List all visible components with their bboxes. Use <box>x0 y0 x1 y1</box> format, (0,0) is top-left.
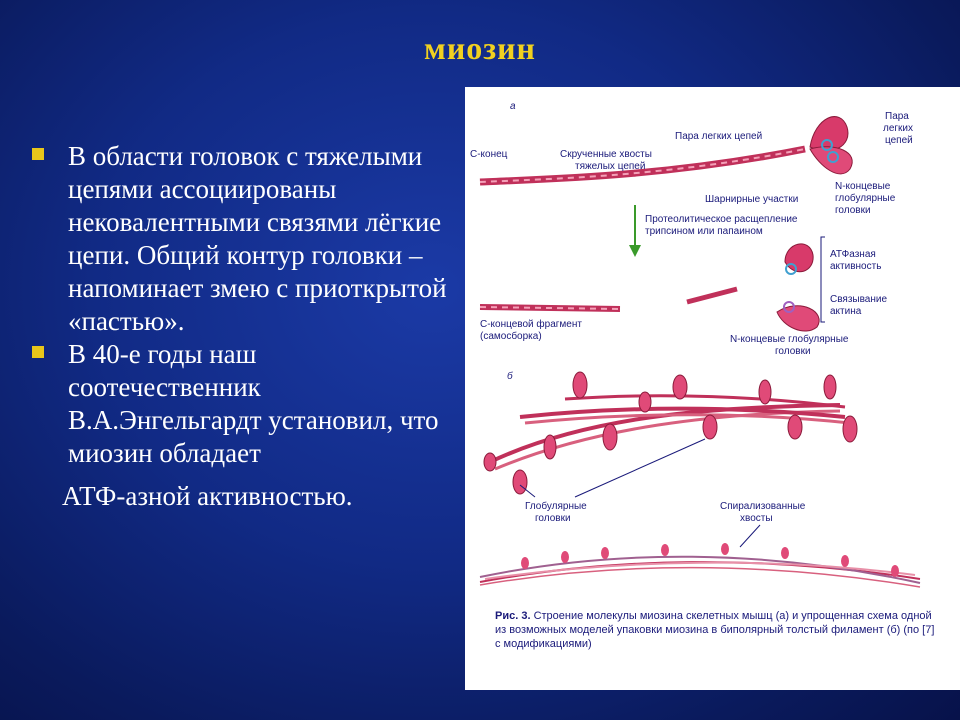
myosin-tail-twist <box>479 148 806 183</box>
light-chain <box>783 301 795 313</box>
leader-line <box>574 438 706 498</box>
slide-title: миозин <box>424 30 536 66</box>
figure-caption: Рис. 3. Строение молекулы миозина скелет… <box>495 609 935 651</box>
light-chain <box>821 139 833 151</box>
label-c-fragment: (самосборка) <box>480 330 542 342</box>
s1-head <box>776 305 820 332</box>
bracket <box>820 236 825 323</box>
label-spiral-tails: хвосты <box>740 513 773 524</box>
arrow-head-icon <box>629 245 641 257</box>
label-n-heads-2: N-концевые глобулярные <box>730 333 849 345</box>
label-actin: актина <box>830 306 862 317</box>
myosin-diagram: а Пара легких цепей Пара легких цепей С-… <box>470 101 921 588</box>
label-spiral-tails: Спирализованные <box>720 501 806 512</box>
c-fragment-twist <box>479 306 621 310</box>
myosin-head <box>809 116 849 152</box>
label-twisted-tails: Скрученные хвосты <box>560 149 652 160</box>
bullet-square-icon <box>32 346 44 358</box>
bullet-continuation: АТФ-азной активностью. <box>62 481 353 511</box>
label-proteolysis: Протеолитическое расщепление <box>645 214 798 225</box>
label-atpase: активность <box>830 261 881 272</box>
myosin-figure: а Пара легких цепей Пара легких цепей С-… <box>465 87 960 690</box>
bullet-text: В области головок с тяжелыми цепями ассо… <box>68 141 447 336</box>
label-n-heads: головки <box>835 205 871 216</box>
simplified-filament <box>479 555 921 588</box>
leader-line <box>739 524 761 548</box>
bullet-item: В 40-е годы наш соотечественник В.А.Энге… <box>28 338 448 470</box>
label-atpase: АТФазная <box>830 249 876 260</box>
small-heads <box>521 543 899 577</box>
label-n-heads: глобулярные <box>835 192 896 204</box>
panel-a-label: а <box>510 101 516 112</box>
label-hinge: Шарнирные участки <box>705 194 798 205</box>
light-chain <box>827 151 839 163</box>
label-glob-heads: Глобулярные <box>525 500 587 512</box>
label-n-heads: N-концевые <box>835 181 891 192</box>
s1-head <box>784 243 814 273</box>
bipolar-filament <box>489 394 851 471</box>
label-n-heads-2: головки <box>775 346 811 357</box>
bullet-list: В области головок с тяжелыми цепями ассо… <box>28 140 448 513</box>
myosin-head <box>809 146 853 175</box>
bullet-square-icon <box>32 148 44 160</box>
label-glob-heads: головки <box>535 513 571 524</box>
label-actin: Связывание <box>830 294 887 305</box>
label-light-pair-right: цепей <box>885 135 913 146</box>
label-light-pair-top: Пара легких цепей <box>675 131 762 142</box>
s2-fragment <box>686 286 738 305</box>
light-chain <box>785 263 797 275</box>
label-proteolysis: трипсином или папаином <box>645 226 763 237</box>
globular-heads <box>483 371 858 495</box>
caption-text: Строение молекулы миозина скелетных мышц… <box>495 610 935 650</box>
bullet-item: В области головок с тяжелыми цепями ассо… <box>28 140 448 338</box>
label-light-pair-right: легких <box>883 123 913 134</box>
bullet-text: В 40-е годы наш соотечественник В.А.Энге… <box>68 339 439 468</box>
label-c-end: С-конец <box>470 149 508 160</box>
leader-line <box>519 484 536 498</box>
label-twisted-tails: тяжелых цепей <box>575 161 645 172</box>
label-c-fragment: С-концевой фрагмент <box>480 318 582 330</box>
caption-number: Рис. 3. <box>495 610 531 622</box>
label-light-pair-right: Пара <box>885 111 909 122</box>
panel-b-label: б <box>507 370 513 382</box>
